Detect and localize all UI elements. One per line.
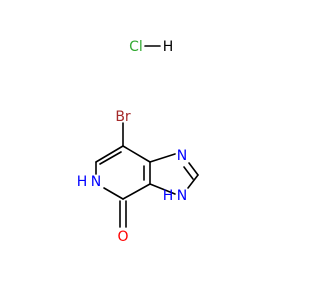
n3-c3a-bond: [149, 183, 176, 195]
oxygen-atom: O: [117, 229, 128, 245]
c4-c3a-bond: [122, 183, 151, 200]
hydrochloride-salt: Cl H: [129, 39, 173, 55]
c2-n3-bond: [187, 174, 199, 189]
c7-c6-bond: [95, 145, 124, 163]
nitrogen-n1-atom: N: [177, 148, 187, 164]
salt-hydrogen-atom: H: [163, 39, 174, 55]
n1-c2-double-bond: [183, 166, 194, 180]
atom-labels: Br N N H N H O: [77, 109, 188, 245]
nitrogen-n3-hydrogen: H: [163, 188, 174, 204]
c7a-n1-bond: [149, 153, 176, 163]
c7-c6-double-bond: [99, 151, 122, 165]
molecule-structure: Cl H Br N N H N: [77, 39, 199, 245]
n5-c4-bond: [103, 187, 124, 200]
nitrogen-n3-atom: N: [177, 188, 187, 204]
n1-c2-bond: [188, 162, 199, 176]
bromine-atom: Br: [115, 109, 131, 125]
chlorine-atom: Cl: [129, 39, 143, 55]
nitrogen-n5-atom: N: [91, 174, 101, 190]
c7a-c7-bond: [122, 145, 151, 163]
nitrogen-n5-hydrogen: H: [77, 174, 88, 190]
bond-lines: [95, 122, 199, 228]
